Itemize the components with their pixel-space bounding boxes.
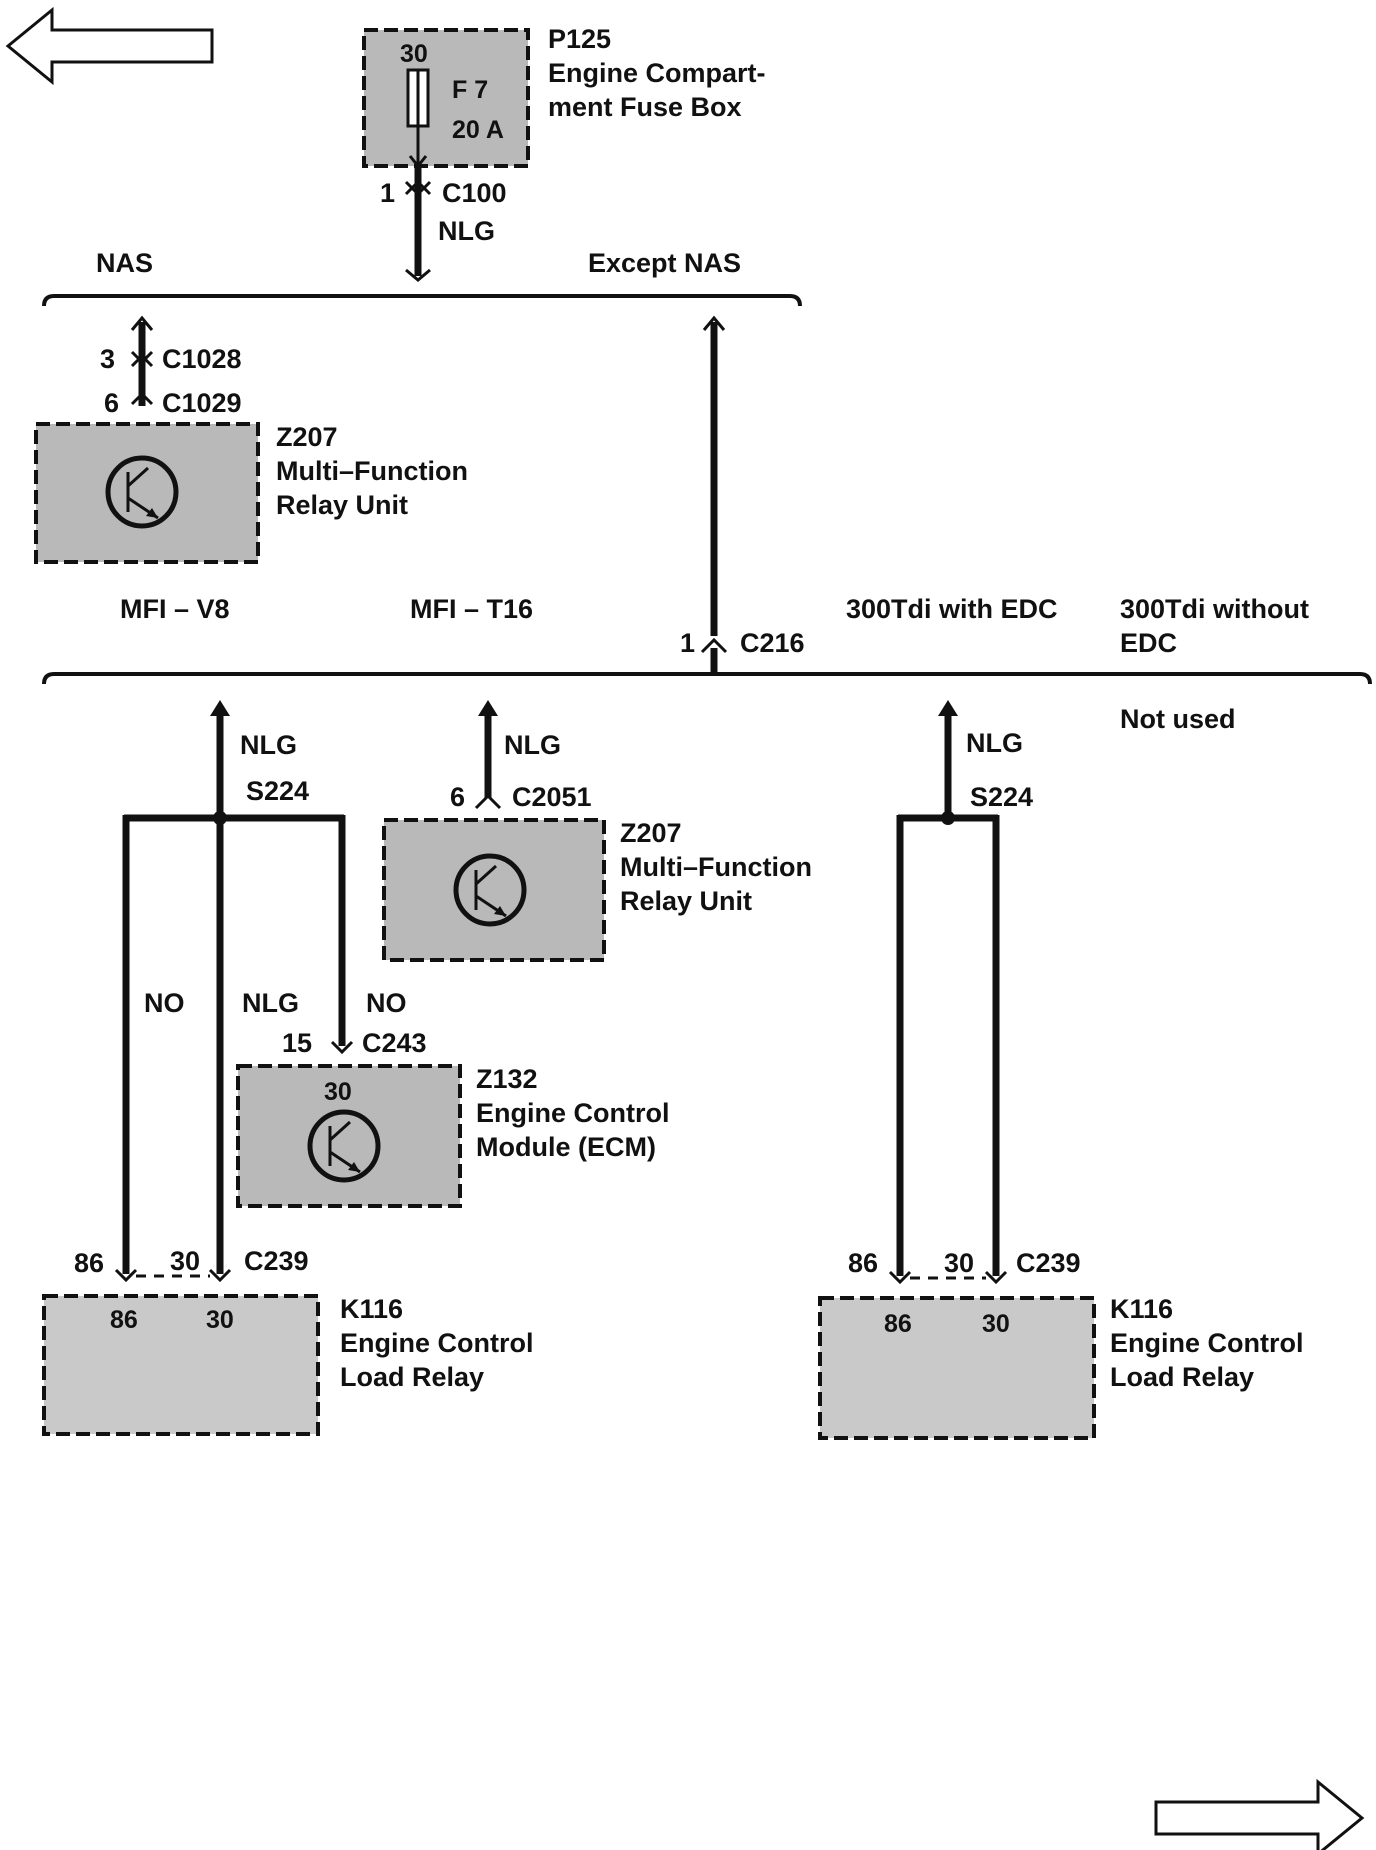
next-page-button[interactable] [1154, 1778, 1365, 1850]
tdi-wire-top: NLG [966, 728, 1023, 758]
fusebox-id: P125 [548, 24, 611, 54]
fusebox-name-line2: ment Fuse Box [548, 92, 742, 122]
c100-wire-color: NLG [438, 216, 495, 246]
v8-relay-inner-86: 86 [110, 1306, 138, 1334]
branch-tdi-edc: NLG S224 86 30 C239 86 30 K116 Engine Co… [818, 700, 1303, 1440]
fusebox-p125: 30 F 7 20 A P125 Engine Compart- ment Fu… [362, 24, 766, 169]
v8-relay-name-line2: Load Relay [340, 1362, 484, 1392]
z207-nas-name-line2: Relay Unit [276, 490, 408, 520]
branch-except-nas-label: Except NAS [588, 248, 741, 278]
transistor-icon [105, 455, 179, 529]
tdi-splice: S224 [970, 782, 1033, 812]
tdi-relay-inner-30: 30 [982, 1310, 1010, 1338]
t16-connector: C2051 [512, 782, 592, 812]
branch-bus-lower [42, 672, 1372, 685]
v8-splice: S224 [246, 776, 309, 806]
tdi-relay-id: K116 [1110, 1294, 1173, 1324]
ecm-pin: 15 [282, 1028, 312, 1058]
variant-labels: MFI – V8 MFI – T16 300Tdi with EDC 300Td… [120, 594, 1309, 734]
t16-z207-id: Z207 [620, 818, 682, 848]
variant-tdi-no-edc-line1: 300Tdi without [1120, 594, 1309, 624]
transistor-icon [453, 853, 527, 927]
z207-nas: 3 C1028 6 C1029 Z207 Multi–Function Rela… [34, 315, 468, 564]
v8-relay-pin-86: 86 [74, 1248, 104, 1278]
ecm-id: Z132 [476, 1064, 538, 1094]
right-arrow-icon [1154, 1778, 1365, 1850]
t16-z207-name-line2: Relay Unit [620, 886, 752, 916]
t16-wire: NLG [504, 730, 561, 760]
v8-wire-mid: NLG [242, 988, 299, 1018]
variant-tdi-no-edc-line2: EDC [1120, 628, 1177, 658]
v8-relay-id: K116 [340, 1294, 403, 1324]
ecm-name-line1: Engine Control [476, 1098, 669, 1128]
v8-relay-connector: C239 [244, 1246, 309, 1276]
c216-connector: C216 [740, 628, 805, 658]
left-arrow-icon [5, 6, 214, 86]
v8-relay-name-line1: Engine Control [340, 1328, 533, 1358]
v8-relay-pin-30: 30 [170, 1246, 200, 1276]
c1029-pin: 6 [104, 388, 119, 418]
ecm-connector: C243 [362, 1028, 427, 1058]
branch-t16: NLG 6 C2051 Z207 Multi–Function Relay Un… [382, 700, 812, 962]
c216-pin: 1 [680, 628, 695, 658]
transistor-icon [307, 1109, 381, 1183]
fusebox-pin: 30 [400, 40, 428, 68]
tdi-relay-pin-30: 30 [944, 1248, 974, 1278]
fuse-id: F 7 [452, 76, 488, 104]
c1028-pin: 3 [100, 344, 115, 374]
z207-nas-name-line1: Multi–Function [276, 456, 468, 486]
tdi-relay-name-line2: Load Relay [1110, 1362, 1254, 1392]
fuse-rating: 20 A [452, 116, 504, 144]
connector-c100: 1 C100 NLG [380, 166, 507, 282]
ecm-name-line2: Module (ECM) [476, 1132, 656, 1162]
t16-z207-name-line1: Multi–Function [620, 852, 812, 882]
tdi-relay-inner-86: 86 [884, 1310, 912, 1338]
c100-pin: 1 [380, 178, 395, 208]
v8-wire-right: NO [366, 988, 407, 1018]
t16-pin: 6 [450, 782, 465, 812]
prev-page-button[interactable] [5, 6, 214, 86]
variant-not-used: Not used [1120, 704, 1236, 734]
c100-connector: C100 [442, 178, 507, 208]
wire-except-nas: 1 C216 [680, 315, 805, 672]
branch-bus-top: NAS Except NAS [42, 248, 802, 307]
v8-relay-inner-30: 30 [206, 1306, 234, 1334]
variant-t16: MFI – T16 [410, 594, 533, 624]
branch-nas-label: NAS [96, 248, 153, 278]
tdi-relay-name-line1: Engine Control [1110, 1328, 1303, 1358]
v8-wire-top: NLG [240, 730, 297, 760]
z207-nas-id: Z207 [276, 422, 338, 452]
tdi-relay-connector: C239 [1016, 1248, 1081, 1278]
fusebox-name-line1: Engine Compart- [548, 58, 766, 88]
v8-wire-left: NO [144, 988, 185, 1018]
c1028-connector: C1028 [162, 344, 242, 374]
variant-tdi-edc: 300Tdi with EDC [846, 594, 1058, 624]
ecm-inner-pin: 30 [324, 1078, 352, 1106]
branch-v8: NLG S224 NO NLG NO 15 C243 30 Z132 Engin… [42, 700, 669, 1436]
tdi-relay-pin-86: 86 [848, 1248, 878, 1278]
c1029-connector: C1029 [162, 388, 242, 418]
variant-v8: MFI – V8 [120, 594, 230, 624]
